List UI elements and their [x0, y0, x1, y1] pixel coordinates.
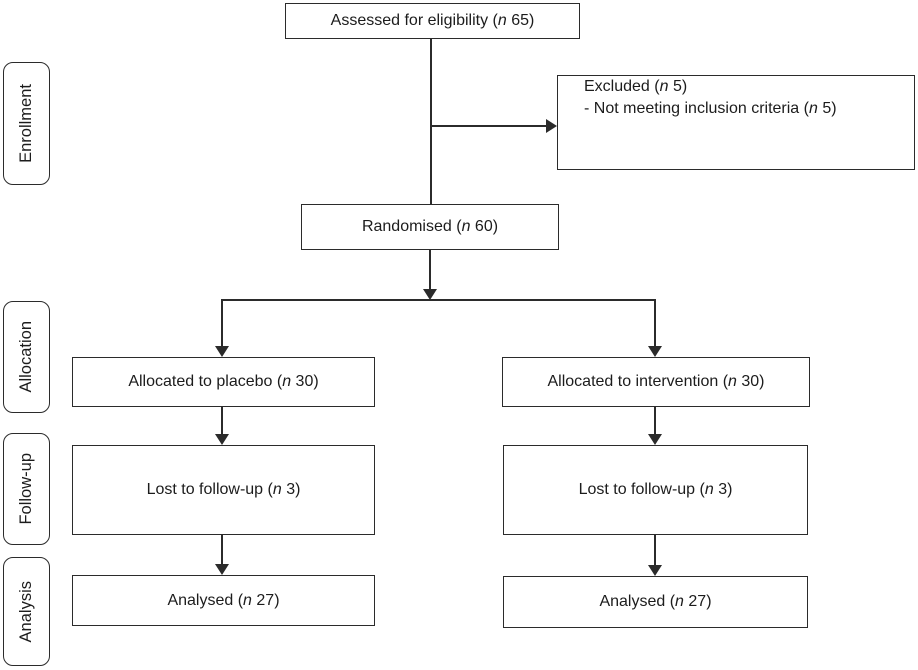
node-allocated-intervention-text: Allocated to intervention (n 30) — [547, 373, 765, 390]
stage-label-followup: Follow-up — [3, 433, 50, 545]
stage-label-analysis-text: Analysis — [17, 580, 35, 643]
stage-label-analysis: Analysis — [3, 557, 50, 666]
connector-randomised-split — [429, 250, 431, 289]
arrowhead-split-icon — [423, 289, 437, 300]
connector-split-horizontal — [221, 299, 656, 301]
connector-intervention-lost — [654, 407, 656, 434]
stage-label-allocation-text: Allocation — [17, 321, 35, 393]
node-analysed-placebo: Analysed (n 27) — [72, 575, 375, 626]
arrowhead-intervention-icon — [648, 346, 662, 357]
node-analysed-intervention: Analysed (n 27) — [503, 576, 808, 628]
stage-label-followup-text: Follow-up — [17, 453, 35, 525]
node-excluded: Excluded (n 5) - Not meeting inclusion c… — [557, 75, 915, 170]
node-allocated-intervention: Allocated to intervention (n 30) — [502, 357, 810, 407]
stage-label-allocation: Allocation — [3, 301, 50, 413]
node-lost-followup-intervention: Lost to follow-up (n 3) — [503, 445, 808, 535]
connector-split-intervention — [654, 301, 656, 346]
connector-lost-analysed-right — [654, 535, 656, 565]
node-excluded-line2: - Not meeting inclusion criteria (n 5) — [584, 100, 837, 117]
node-assessed-text: Assessed for eligibility (n 65) — [330, 12, 535, 29]
arrowhead-lost-right-icon — [648, 434, 662, 445]
node-analysed-intervention-text: Analysed (n 27) — [599, 593, 712, 610]
node-allocated-placebo-text: Allocated to placebo (n 30) — [128, 373, 319, 390]
connector-lost-analysed-left — [221, 535, 223, 564]
node-allocated-placebo: Allocated to placebo (n 30) — [72, 357, 375, 407]
node-lost-followup-placebo-text: Lost to follow-up (n 3) — [146, 481, 301, 498]
node-analysed-placebo-text: Analysed (n 27) — [167, 591, 280, 609]
arrowhead-placebo-icon — [215, 346, 229, 357]
stage-label-enrollment: Enrollment — [3, 62, 50, 185]
arrowhead-lost-left-icon — [215, 434, 229, 445]
connector-assessed-randomised — [430, 39, 432, 204]
node-lost-followup-placebo: Lost to follow-up (n 3) — [72, 445, 375, 535]
arrowhead-analysed-right-icon — [648, 565, 662, 576]
node-assessed-eligibility: Assessed for eligibility (n 65) — [285, 3, 580, 39]
arrowhead-excluded-icon — [546, 119, 557, 133]
stage-label-enrollment-text: Enrollment — [17, 84, 35, 163]
node-randomised-text: Randomised (n 60) — [361, 218, 499, 235]
node-excluded-line1: Excluded (n 5) — [584, 78, 688, 95]
connector-placebo-lost — [221, 407, 223, 434]
arrowhead-analysed-left-icon — [215, 564, 229, 575]
node-lost-followup-intervention-text: Lost to follow-up (n 3) — [578, 481, 733, 498]
node-randomised: Randomised (n 60) — [301, 204, 559, 250]
connector-split-placebo — [221, 301, 223, 346]
connector-excluded-branch — [432, 125, 546, 127]
